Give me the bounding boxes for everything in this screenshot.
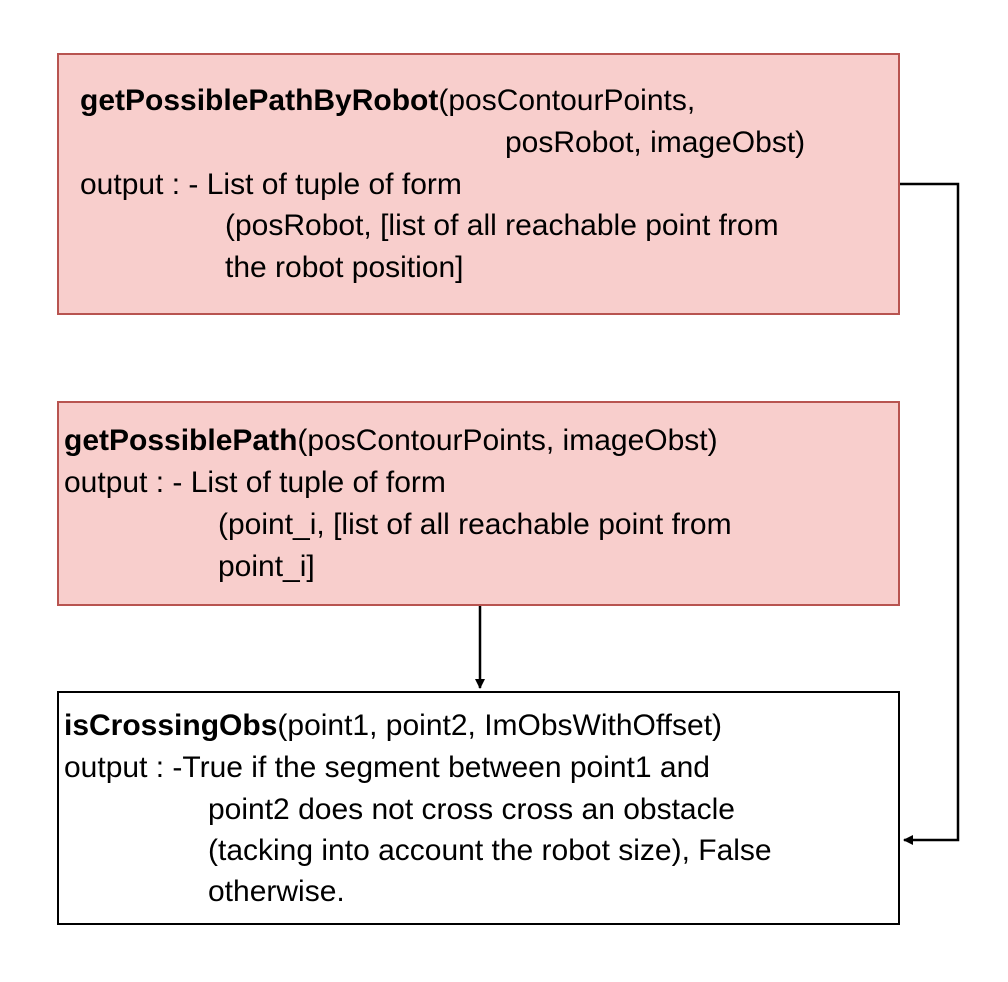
path-output-line3: point_i] [218,550,315,583]
crossing-signature-line: isCrossingObs(point1, point2, ImObsWithO… [64,705,722,747]
robot-output-line1: output : - List of tuple of form [80,168,462,201]
robot-signature-part2: posRobot, imageObst) [505,126,806,159]
path-output-line2: (point_i, [list of all reachable point f… [218,508,732,541]
robot-output-line2: (posRobot, [list of all reachable point … [225,209,779,242]
robot-output-line3: the robot position] [225,251,464,284]
crossing-output-line2: point2 does not cross cross an obstacle [208,793,735,826]
crossing-output-line3: (tacking into account the robot size), F… [208,834,772,867]
crossing-output-line4: otherwise. [208,875,345,908]
path-function-name: getPossiblePath [64,424,298,457]
getpossiblepathbyrobot-box [57,53,900,315]
path-signature: (posContourPoints, imageObst) [297,424,718,457]
robot-signature-part1: (posContourPoints, [438,84,696,117]
path-signature-line: getPossiblePath(posContourPoints, imageO… [64,420,718,462]
crossing-signature: (point1, point2, ImObsWithOffset) [277,709,723,742]
robot-function-name: getPossiblePathByRobot [80,84,439,117]
connector-robot-to-crossing [900,182,960,845]
path-output-line1: output : - List of tuple of form [64,466,446,499]
crossing-output-line1: output : -True if the segment between po… [64,751,710,784]
robot-signature-line: getPossiblePathByRobot(posContourPoints, [80,80,695,122]
iscrossingobs-box [57,691,900,925]
getpossiblepath-box [57,401,900,606]
crossing-function-name: isCrossingObs [64,709,278,742]
